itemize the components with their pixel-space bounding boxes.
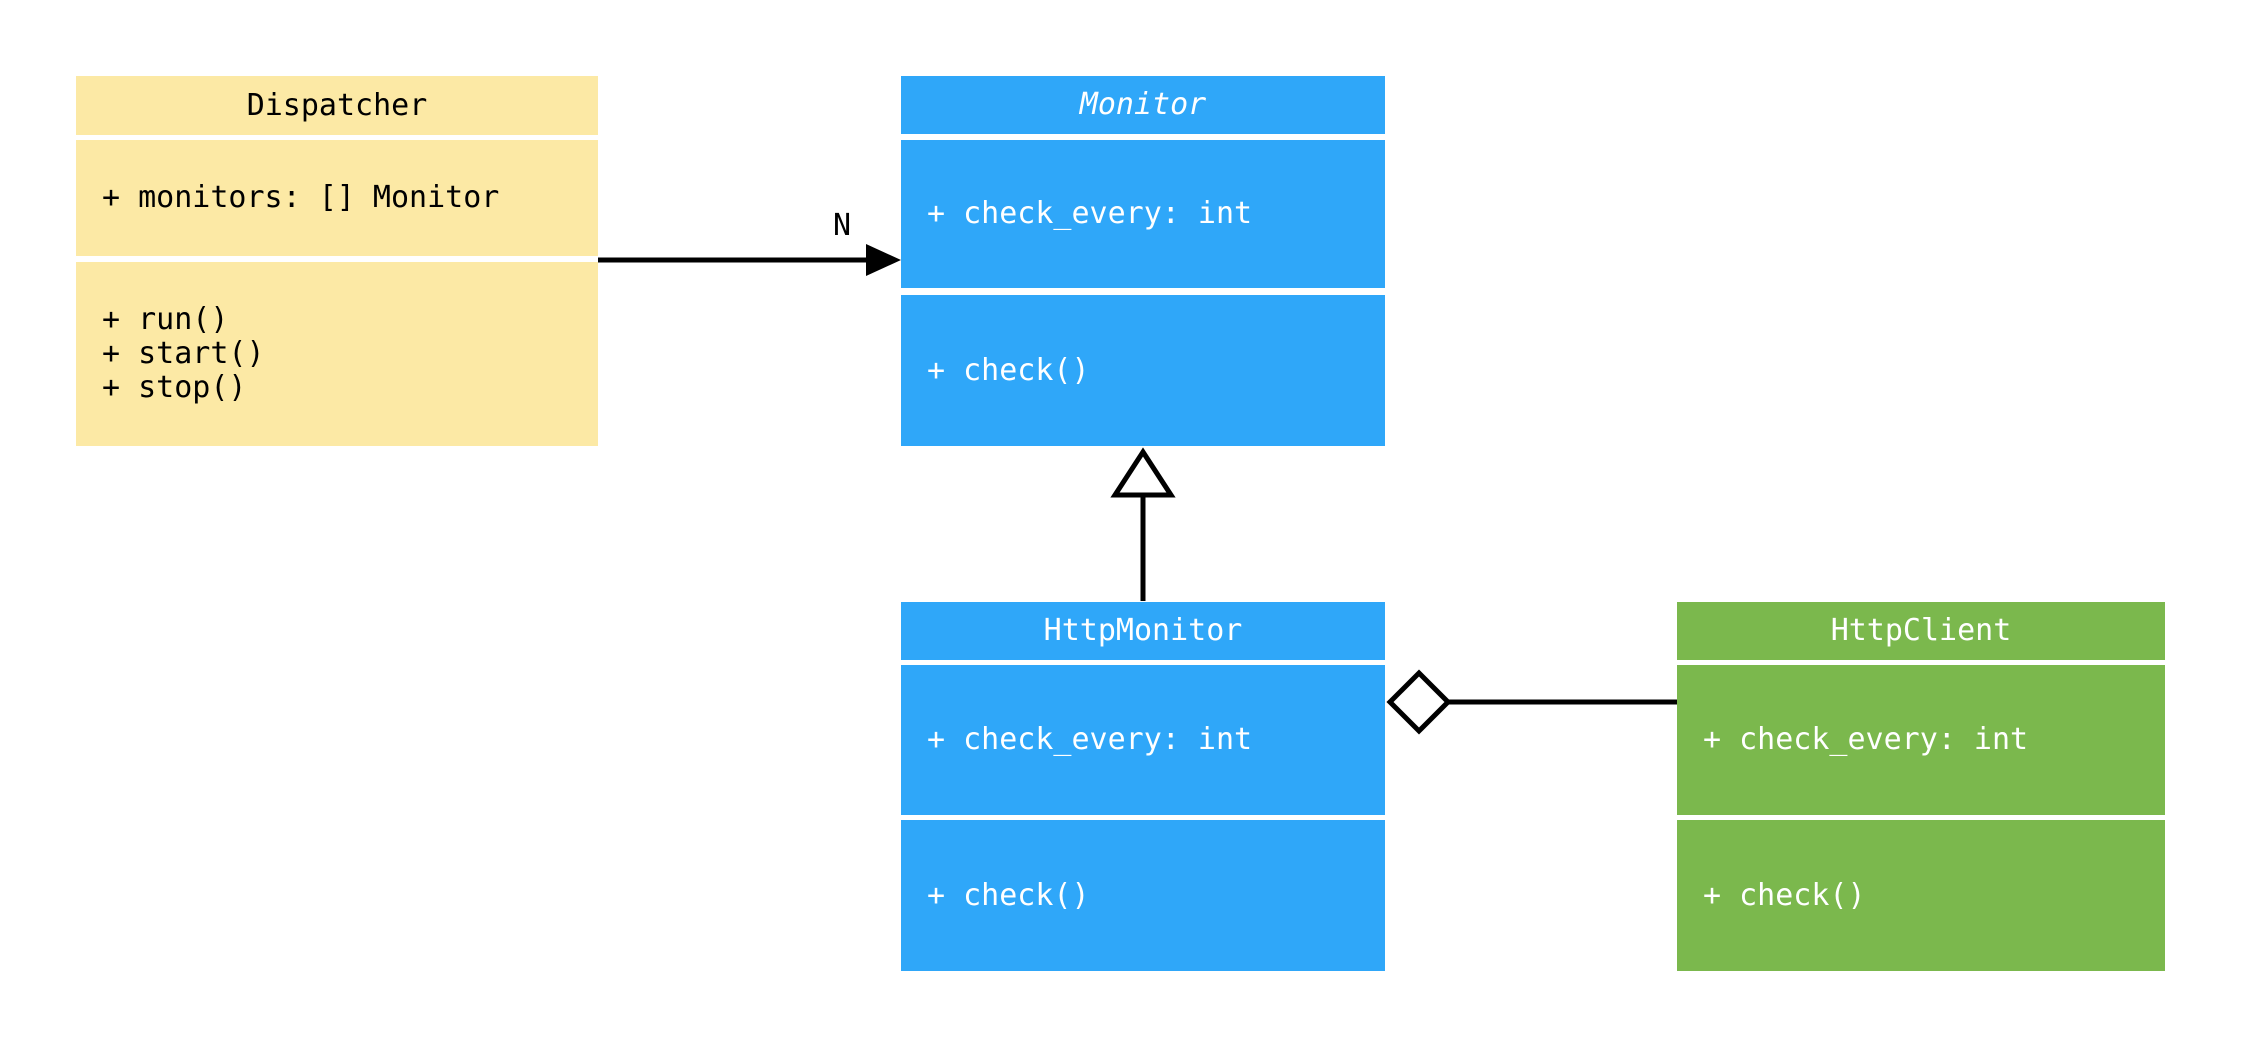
class-methods-section: + check() [901, 820, 1385, 971]
association-multiplicity-label: N [832, 208, 852, 243]
method-line: + stop() [102, 370, 247, 405]
method-line: + check() [1703, 877, 1866, 913]
attribute-line: + check_every: int [927, 722, 1253, 757]
attribute-line: + monitors: [] Monitor [102, 180, 500, 215]
class-title: HttpMonitor [901, 602, 1385, 660]
association-dispatcher-monitor [598, 244, 901, 276]
class-attributes-section: + check_every: int [1677, 665, 2165, 815]
class-attributes-section: + check_every: int [901, 665, 1385, 815]
attribute-line: + check_every: int [1703, 722, 2029, 757]
section-divider [901, 288, 1385, 295]
class-title: Dispatcher [76, 76, 598, 135]
class-box-httpclient: HttpClient + check_every: int + check() [1677, 602, 2165, 971]
class-box-httpmonitor: HttpMonitor + check_every: int + check() [901, 602, 1385, 971]
method-line: + check() [927, 352, 1090, 388]
class-box-dispatcher: Dispatcher + monitors: [] Monitor + run(… [76, 76, 598, 446]
attribute-line: + check_every: int [927, 196, 1253, 231]
aggregation-diamond-icon [1386, 669, 1452, 735]
class-attributes-section: + check_every: int [901, 140, 1385, 288]
method-line: + run() [102, 302, 229, 337]
class-title: Monitor [901, 76, 1385, 134]
inheritance-triangle-icon [1110, 447, 1176, 498]
class-methods-section: + check() [1677, 820, 2165, 971]
class-methods-section: + check() [901, 295, 1385, 446]
association-arrowhead-icon [866, 244, 901, 276]
method-line: + check() [927, 877, 1090, 913]
class-box-monitor: Monitor + check_every: int + check() [901, 76, 1385, 446]
aggregation-httpmonitor-httpclient [1386, 669, 1677, 735]
class-title: HttpClient [1677, 602, 2165, 660]
inheritance-httpmonitor-monitor [1110, 447, 1176, 601]
class-attributes-section: + monitors: [] Monitor [76, 140, 598, 256]
class-methods-section: + run() + start() + stop() [76, 262, 598, 446]
method-line: + start() [102, 336, 265, 371]
